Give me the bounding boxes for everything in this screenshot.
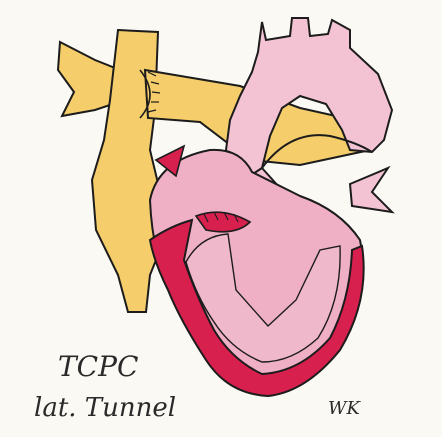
diagram-title: TCPC — [58, 350, 138, 383]
artist-signature: WK — [328, 398, 362, 419]
pulmonary-veins — [350, 168, 392, 212]
diagram-subtitle: lat. Tunnel — [34, 393, 176, 423]
